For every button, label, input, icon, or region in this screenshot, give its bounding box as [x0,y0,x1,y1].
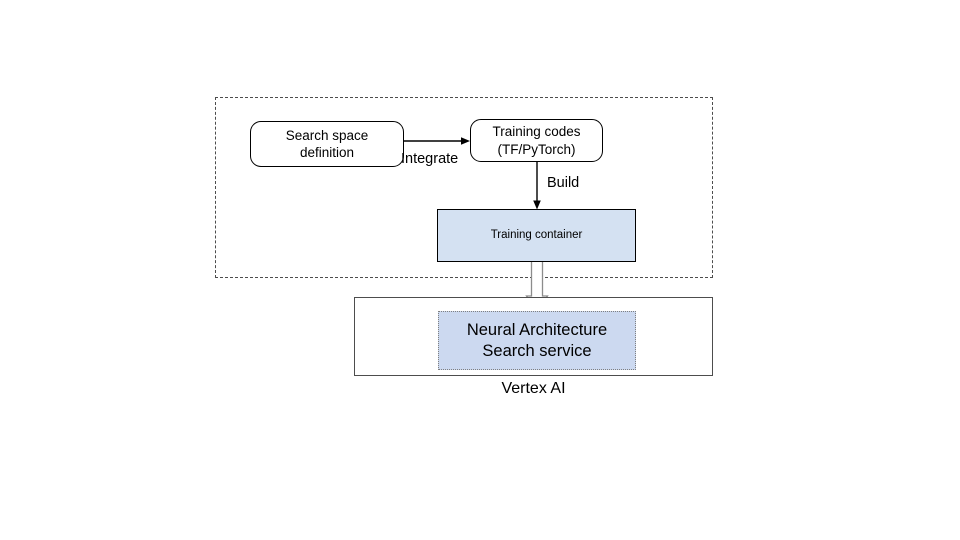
node-label: Neural Architecture Search service [467,320,607,362]
node-label-line2: (TF/PyTorch) [497,141,576,157]
node-label-line2: Search service [482,341,592,360]
node-label: Training container [490,229,583,242]
node-label: Search space definition [286,127,369,162]
edge-label-integrate: Integrate [401,151,459,167]
integrate-connector [404,137,470,145]
build-connector [533,162,541,210]
node-label-vertex-ai: Vertex AI [501,380,566,397]
node-training-codes[interactable]: Training codes (TF/PyTorch) [470,119,603,162]
edge-label-build: Build [547,175,580,191]
node-search-space-definition[interactable]: Search space definition [250,121,404,167]
node-label: Training codes (TF/PyTorch) [492,123,580,158]
node-label-line2: definition [299,145,355,160]
node-label-line1: Search space [285,127,369,143]
node-training-container[interactable]: Training container [437,209,636,262]
build-environment-group [215,97,713,278]
node-neural-architecture-search-service[interactable]: Neural Architecture Search service [438,311,636,370]
node-label-line1: Training codes [492,124,581,140]
node-label-line1: Neural Architecture [466,320,608,339]
